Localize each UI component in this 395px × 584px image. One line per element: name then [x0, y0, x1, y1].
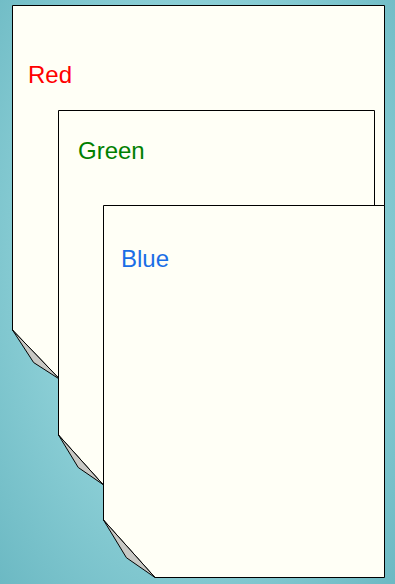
page-shape: Blue — [103, 205, 385, 578]
page-label: Blue — [121, 245, 169, 273]
page-fold — [13, 330, 61, 380]
page-fold — [59, 435, 104, 485]
page-label: Red — [28, 61, 72, 89]
page-body — [104, 206, 385, 578]
page-label: Green — [78, 137, 145, 165]
page-fold — [104, 520, 156, 578]
